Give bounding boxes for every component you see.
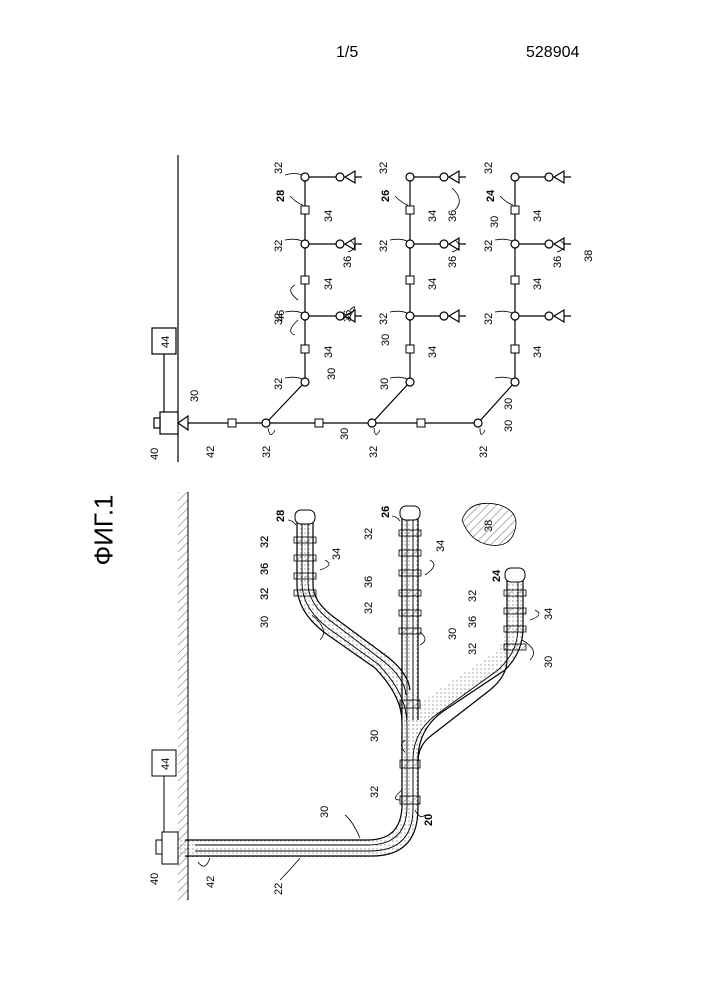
label-32-k: 32: [261, 446, 273, 458]
label-32-i: 32: [273, 313, 285, 325]
label-32-d: 32: [273, 240, 285, 252]
label-34-b: 34: [427, 210, 439, 222]
label-34-g: 34: [323, 346, 335, 358]
sec-label-36-c: 36: [467, 616, 479, 628]
valve-boxes: [228, 206, 519, 427]
leaders-upper: [268, 174, 564, 435]
label-36-a: 36: [447, 210, 459, 222]
label-42-a: 42: [205, 446, 217, 458]
label-36-c: 36: [342, 256, 354, 268]
label-44-a: 44: [160, 336, 172, 348]
label-34-a: 34: [323, 210, 335, 222]
sec-label-36-d: 36: [259, 563, 271, 575]
sec-label-30-c: 30: [259, 616, 271, 628]
label-36-e: 36: [552, 256, 564, 268]
label-30-d: 30: [189, 390, 201, 402]
label-34-d: 34: [323, 278, 335, 290]
well-section: 28 26 38 32 36 32 34 32 36 32 34 32 36 3…: [149, 492, 555, 900]
label-30-e: 30: [503, 398, 515, 410]
section-labels: 28 26 38 32 36 32 34 32 36 32 34 32 36 3…: [149, 506, 555, 895]
sec-label-32-d: 32: [363, 602, 375, 614]
label-34-e: 34: [427, 278, 439, 290]
flow-schematic: [152, 155, 571, 462]
sec-label-32-g: 32: [259, 588, 271, 600]
label-32-a: 32: [273, 162, 285, 174]
label-36-d: 36: [447, 256, 459, 268]
sec-label-30-d: 30: [369, 730, 381, 742]
label-32-h: 32: [483, 313, 495, 325]
label-36-b: 36: [342, 310, 354, 322]
label-32-j: 32: [273, 378, 285, 390]
sec-label-28: 28: [275, 510, 287, 522]
label-32-l: 32: [368, 446, 380, 458]
label-28: 28: [275, 190, 287, 202]
label-30-a: 30: [489, 216, 501, 228]
label-32-c: 32: [483, 162, 495, 174]
sec-label-38: 38: [483, 520, 495, 532]
label-40-a: 40: [149, 448, 161, 460]
sec-label-40: 40: [149, 873, 161, 885]
leaders-section: [198, 516, 539, 880]
branch-26-diagonal: [372, 382, 410, 423]
sec-label-32-c: 32: [363, 528, 375, 540]
sec-label-30-a: 30: [447, 628, 459, 640]
label-30-c: 30: [326, 368, 338, 380]
label-34-c: 34: [532, 210, 544, 222]
branch-28-diagonal: [266, 382, 305, 423]
wellhead-section: [162, 832, 178, 864]
sec-label-26: 26: [380, 506, 392, 518]
label-38: 38: [583, 250, 595, 262]
arrow-42: [178, 416, 188, 430]
label-30-g: 30: [379, 378, 391, 390]
sec-label-34-a: 34: [331, 548, 343, 560]
sec-label-36-b: 36: [363, 576, 375, 588]
sec-label-32-e: 32: [467, 590, 479, 602]
label-30-b: 30: [380, 334, 392, 346]
label-30-f: 30: [339, 428, 351, 440]
sec-label-34-c: 34: [543, 608, 555, 620]
sec-label-34-b: 34: [435, 540, 447, 552]
schematic-labels: 32 28 34 36 32 26 34 36 32 24 30 34 38 3…: [149, 162, 595, 460]
label-32-b: 32: [378, 162, 390, 174]
label-34-h: 34: [427, 346, 439, 358]
label-32-m: 32: [478, 446, 490, 458]
sec-label-22: 22: [273, 883, 285, 895]
sec-label-42: 42: [205, 876, 217, 888]
wellhead-40: [160, 412, 178, 434]
ground-hatch: [178, 492, 188, 900]
sec-label-20: 20: [423, 814, 435, 826]
sec-label-44: 44: [160, 758, 172, 770]
sec-label-32-h: 32: [259, 536, 271, 548]
label-32-e: 32: [378, 240, 390, 252]
label-26: 26: [380, 190, 392, 202]
label-34-f: 34: [532, 278, 544, 290]
cement-envelope: [185, 520, 515, 848]
sec-label-32-f: 32: [467, 643, 479, 655]
sec-label-30-b: 30: [543, 656, 555, 668]
sec-label-24: 24: [491, 569, 503, 582]
wellhead-cap: [154, 418, 160, 428]
label-32-g: 32: [378, 313, 390, 325]
label-30-h: 30: [503, 420, 515, 432]
sec-label-30-e: 30: [319, 806, 331, 818]
sec-label-32-i: 32: [369, 786, 381, 798]
label-34-i: 34: [532, 346, 544, 358]
label-32-f: 32: [483, 240, 495, 252]
label-24: 24: [485, 189, 497, 202]
